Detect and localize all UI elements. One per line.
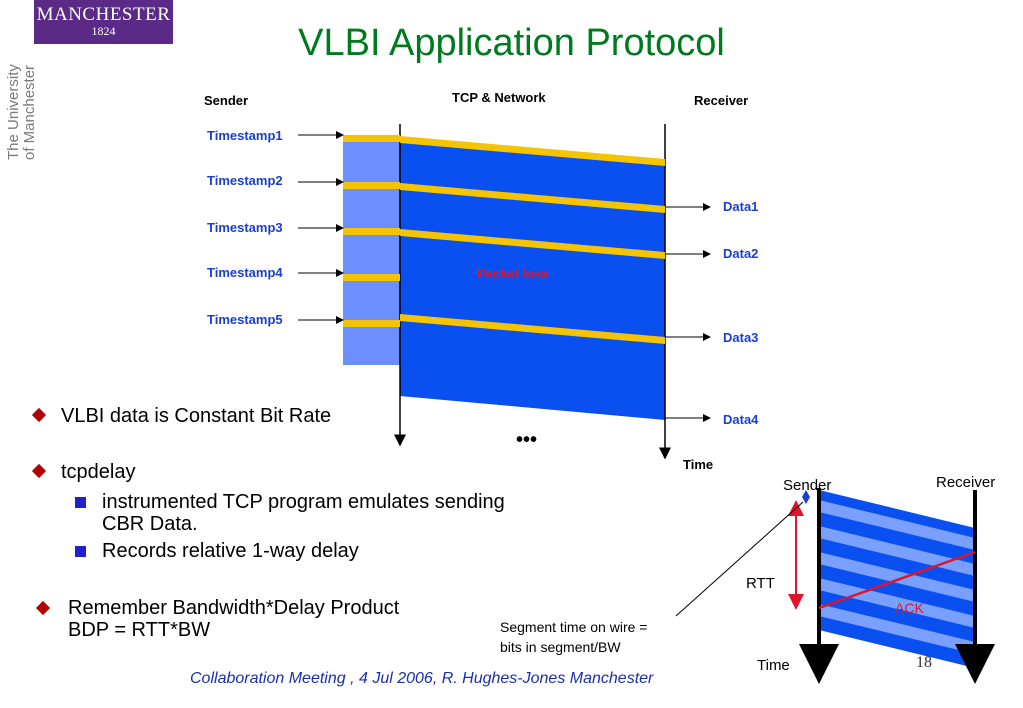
timestamp-label-2: Timestamp2 — [207, 173, 283, 188]
ellipsis: ••• — [516, 429, 537, 451]
ack-line — [818, 550, 976, 610]
timestamp-label-5: Timestamp5 — [207, 312, 283, 327]
packet-loss-label: Packet loss — [477, 266, 549, 281]
data-label-2: Data2 — [723, 246, 758, 261]
sender-tick-4 — [343, 274, 400, 281]
segment-text-2: bits in segment/BW — [500, 639, 621, 655]
packet-stripe-2 — [400, 183, 665, 213]
data-label-1: Data1 — [723, 199, 758, 214]
packet-stripe-1 — [400, 136, 665, 166]
slide-title: VLBI Application Protocol — [298, 22, 725, 64]
sender-tick-3 — [343, 228, 400, 235]
data-label-3: Data3 — [723, 330, 758, 345]
logo-name: MANCHESTER — [36, 4, 171, 25]
time-label: Time — [683, 457, 713, 472]
segment-marker — [802, 490, 810, 504]
segment-text-1: Segment time on wire = — [500, 619, 647, 635]
vertical-line-2: of Manchester — [21, 65, 38, 160]
logo-year: 1824 — [91, 24, 116, 38]
vertical-line-1: The University — [5, 64, 22, 160]
timestamp-label-1: Timestamp1 — [207, 128, 283, 143]
sender-tick-2 — [343, 182, 400, 189]
rtt-time-label: Time — [757, 657, 790, 674]
footer-text: Collaboration Meeting , 4 Jul 2006, R. H… — [190, 670, 654, 687]
receiver-label: Receiver — [694, 93, 748, 108]
ack-label: ACK — [895, 600, 924, 616]
rtt-receiver-label: Receiver — [936, 474, 995, 491]
sender-label: Sender — [204, 93, 248, 108]
network-label: TCP & Network — [452, 90, 546, 105]
university-logo: MANCHESTER 1824 — [34, 0, 173, 44]
network-pipe — [400, 137, 665, 420]
segment-pointer — [675, 501, 804, 617]
timestamp-label-3: Timestamp3 — [207, 220, 283, 235]
rtt-label: RTT — [746, 575, 775, 592]
data-label-4: Data4 — [723, 412, 759, 427]
timestamp-label-4: Timestamp4 — [207, 265, 283, 280]
packet-stripe-5 — [400, 314, 665, 344]
packet-stripe-3 — [400, 229, 665, 259]
sender-tick-5 — [343, 320, 400, 327]
rtt-sender-label: Sender — [783, 477, 831, 494]
sender-tick-1 — [343, 135, 400, 142]
university-vertical-text: The University of Manchester — [5, 64, 38, 160]
page-number: 18 — [916, 654, 932, 671]
